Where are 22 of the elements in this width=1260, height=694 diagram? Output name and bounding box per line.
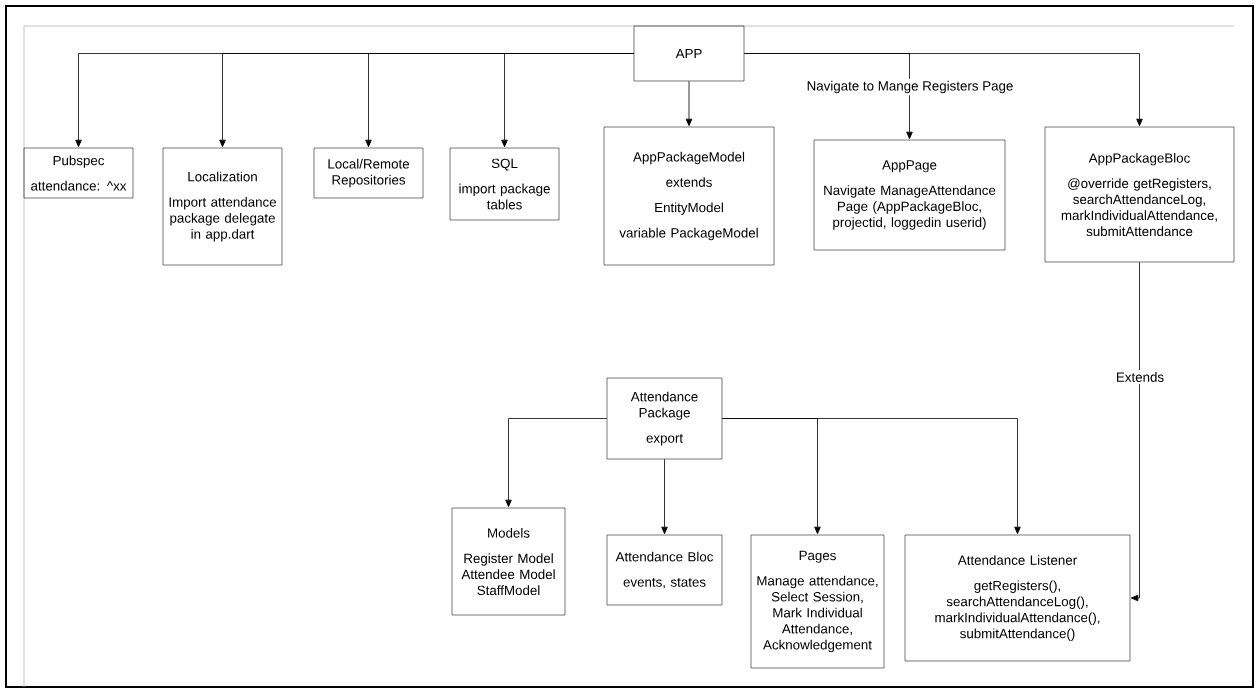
class-box: Pubspec attendance: ^xx (23, 147, 134, 199)
class-box: Attendance Listener getRegisters(), searchAttendanceLog(), markIndividualAttendance(), submitAttendance() (904, 534, 1131, 662)
class-box: Localization Import attendance package delegate in app.dart (162, 147, 283, 266)
class-box: SQL import package tables (449, 147, 560, 221)
arrow (743, 53, 1143, 127)
arrow (505, 418, 608, 508)
class-box: Pages Manage attendance, Select Session, Mark Individual Attendance, Acknowledgement (750, 534, 885, 669)
class-box: AppPackageBloc @override getRegisters, searchAttendanceLog, markIndividualAttendance, submitAttendance (1044, 126, 1235, 263)
class-box: Local/Remote Repositories (313, 147, 424, 199)
arrow (1130, 261, 1140, 602)
arrow (661, 458, 668, 535)
arrow (721, 418, 1021, 535)
arrow (685, 80, 693, 127)
class-box: AppPackageModel extends EntityModel variable PackageModel (603, 126, 775, 266)
class-box: Attendance Bloc events, states (606, 534, 723, 606)
edge-label: Navigate to Mange Registers Page (804, 78, 1016, 96)
class-box: AppPage Navigate ManageAttendance Page (AppPackageBloc, projectid, loggedin userid) (813, 139, 1006, 251)
class-box: Models Register Model Attendee Model StaffModel (451, 507, 566, 616)
package-box: Attendance Package export (606, 377, 723, 460)
root-box: APP (633, 25, 745, 82)
arrow (501, 53, 635, 148)
edge-label: Extends (1113, 370, 1167, 384)
